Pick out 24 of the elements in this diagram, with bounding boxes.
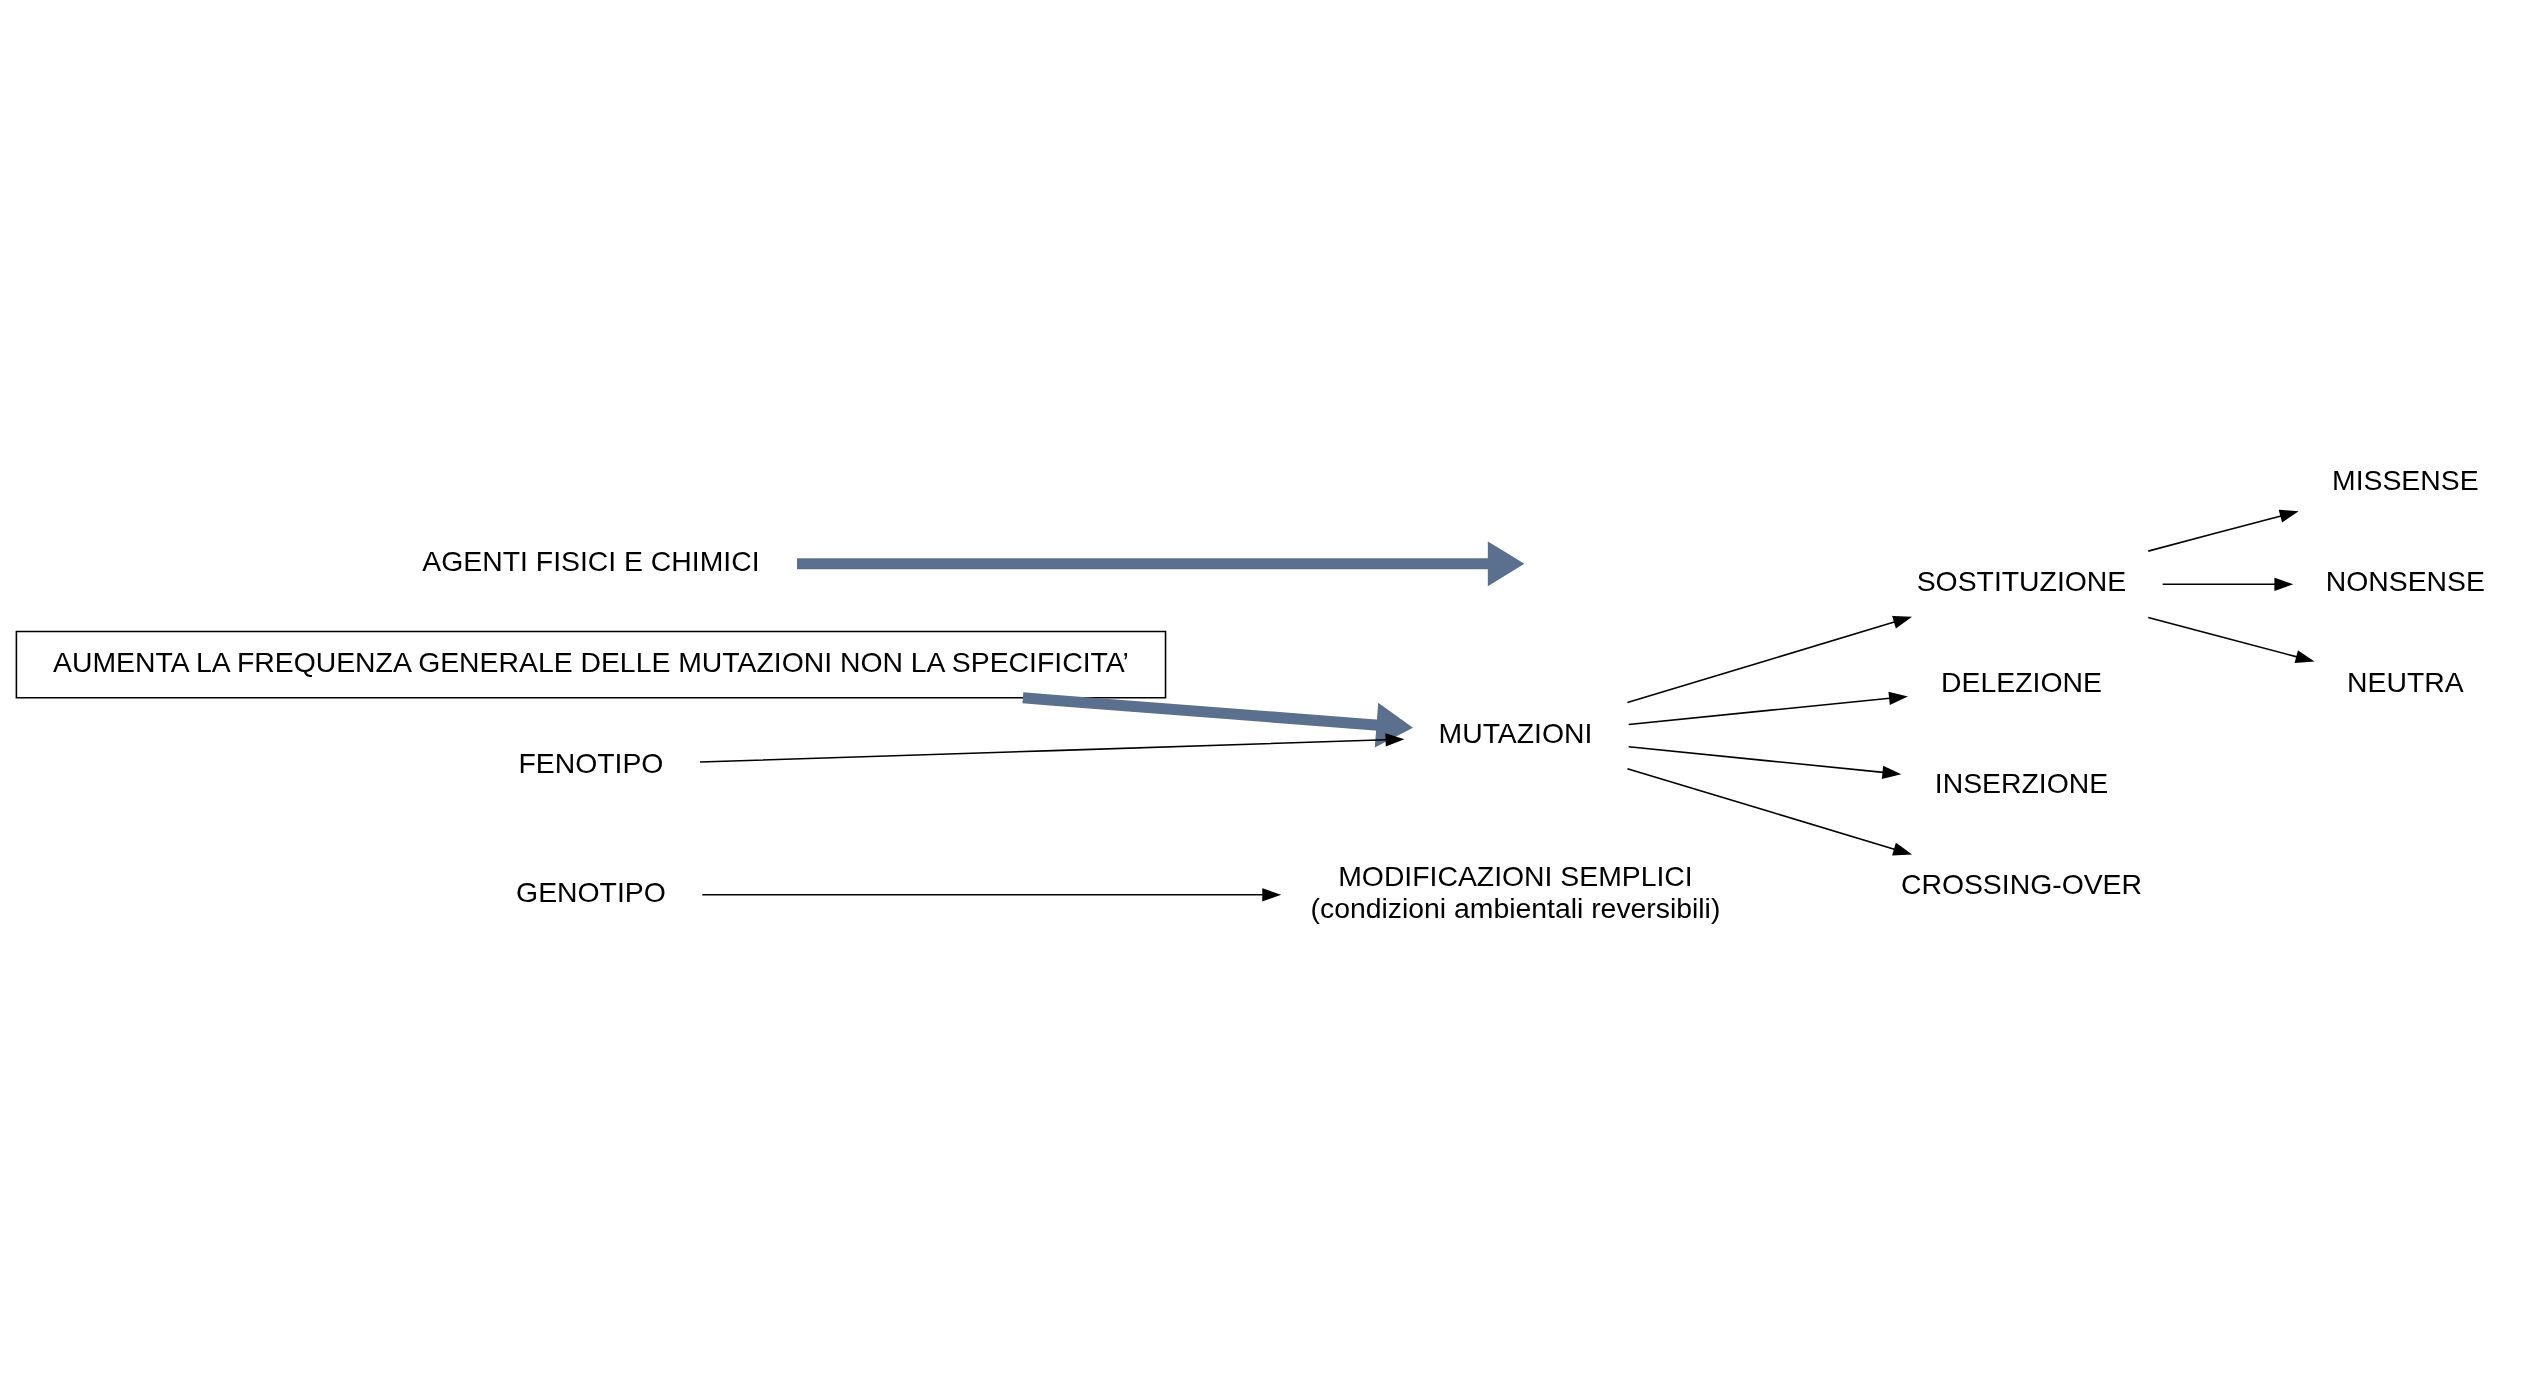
arrow	[1627, 691, 1908, 726]
arrow	[1627, 746, 1902, 779]
node-text: DELEZIONE	[1941, 666, 2102, 699]
arrow	[701, 888, 1282, 902]
arrow	[1626, 768, 1913, 856]
arrow	[797, 541, 1525, 587]
arrow	[2161, 577, 2294, 591]
arrow	[2147, 616, 2315, 664]
arrow	[1022, 692, 1413, 748]
node-text: MODIFICAZIONI SEMPLICI (condizioni ambientali reversibili)	[1310, 860, 1721, 924]
arrow	[1626, 615, 1913, 704]
node-text: SOSTITUZIONE	[1916, 565, 2127, 598]
node-text: NEUTRA	[2347, 666, 2464, 699]
node-text: FENOTIPO	[518, 746, 664, 779]
node-text: INSERZIONE	[1934, 767, 2109, 799]
arrow	[2147, 509, 2299, 552]
arrow	[699, 733, 1405, 763]
node-box: AUMENTA LA FREQUENZA GENERALE DELLE MUTAZIONI NON LA SPECIFICITA’	[15, 630, 1167, 699]
node-text: CROSSING-OVER	[1900, 867, 2143, 900]
node-text: MISSENSE	[2332, 464, 2479, 497]
node-text: NONSENSE	[2325, 565, 2485, 598]
node-text: AGENTI FISICI E CHIMICI	[422, 544, 760, 577]
node-text: MUTAZIONI	[1438, 716, 1593, 749]
node-text: GENOTIPO	[516, 875, 666, 908]
